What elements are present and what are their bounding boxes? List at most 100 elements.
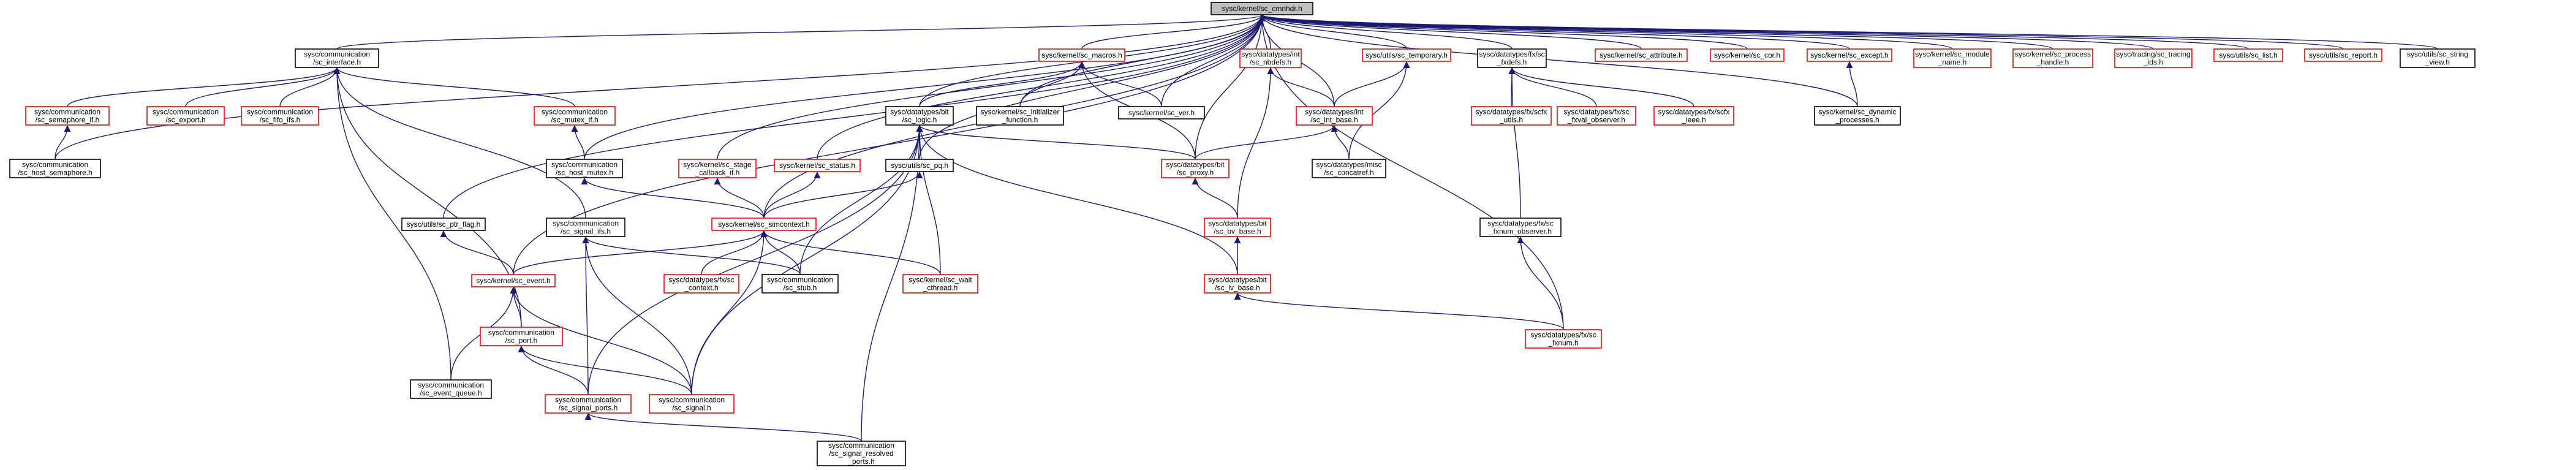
node-label-line: /sc_interface.h (313, 58, 361, 67)
edge-sigresolved-to-logic (861, 124, 923, 442)
edge-signal-to-simctx (691, 230, 768, 395)
edge-signal-to-signalifs (582, 236, 692, 395)
node-modname[interactable]: sysc/kernel/sc_module_name.h (1913, 48, 1992, 68)
node-box (1479, 218, 1562, 237)
node-nbdefs[interactable]: sysc/datatypes/int/sc_nbdefs.h (1239, 48, 1302, 68)
node-except[interactable]: sysc/kernel/sc_except.h (1807, 48, 1892, 62)
edge-except-to-root (1258, 14, 1850, 50)
node-label-line: sysc/utils/sc_pq.h (891, 161, 948, 170)
node-box (902, 274, 978, 294)
node-fxnum[interactable]: sysc/datatypes/fx/sc_fxnum.h (1525, 329, 1602, 349)
node-tracing[interactable]: sysc/tracing/sc_tracing_ids.h (2114, 48, 2193, 68)
node-label-line: /sc_signal.h (672, 404, 711, 412)
node-report[interactable]: sysc/utils/sc_report.h (2304, 48, 2382, 62)
node-fxutils[interactable]: sysc/datatypes/fx/scfx_utils.h (1471, 106, 1552, 126)
node-sigports[interactable]: sysc/communication/sc_signal_ports.h (545, 394, 632, 414)
node-mutexif[interactable]: sysc/communication/sc_mutex_if.h (534, 106, 616, 126)
edge-modname-to-root (1258, 14, 1953, 50)
node-concatref[interactable]: sysc/datatypes/misc/sc_concatref.h (1312, 159, 1386, 178)
node-label-line: /sc_event_queue.h (420, 389, 482, 398)
node-bvbase[interactable]: sysc/datatypes/bit/sc_bv_base.h (1204, 218, 1271, 237)
node-box (1653, 106, 1734, 126)
node-signal[interactable]: sysc/communication/sc_signal.h (649, 394, 735, 414)
node-box (1913, 48, 1992, 68)
node-label-line: _callback_if.h (695, 169, 740, 177)
edge-concatref-to-intbase (1331, 124, 1350, 160)
node-initfn[interactable]: sysc/kernel/sc_initializer_function.h (976, 106, 1064, 126)
node-evqueue[interactable]: sysc/communication/sc_event_queue.h (410, 379, 492, 399)
node-logic[interactable]: sysc/datatypes/bit/sc_logic.h (885, 106, 954, 126)
node-label-line: sysc/communication (553, 219, 619, 228)
node-fifoifs[interactable]: sysc/communication/sc_fifo_ifs.h (241, 106, 319, 126)
node-stub[interactable]: sysc/communication/sc_stub.h (761, 274, 839, 294)
node-lvbase[interactable]: sysc/datatypes/bit/sc_lv_base.h (1204, 274, 1271, 294)
edge-fxdefs-to-root (1258, 14, 1513, 50)
node-port[interactable]: sysc/communication/sc_port.h (480, 327, 563, 346)
node-label-line: /sc_port.h (505, 336, 538, 345)
edge-ver-to-macros (1078, 61, 1162, 107)
node-label-line: sysc/kernel/sc_status.h (779, 161, 855, 170)
node-label-line: _context.h (684, 284, 718, 292)
node-box (1312, 159, 1386, 178)
node-label-line: sysc/communication (304, 50, 370, 59)
node-box (2400, 48, 2476, 68)
node-temp[interactable]: sysc/utils/sc_temporary.h (1362, 48, 1451, 62)
node-hostsem[interactable]: sysc/communication/sc_host_semaphore.h (9, 159, 101, 178)
node-strview[interactable]: sysc/utils/sc_string_view.h (2400, 48, 2476, 68)
node-stagecb[interactable]: sysc/kernel/sc_stage_callback_if.h (678, 159, 757, 178)
node-iface[interactable]: sysc/communication/sc_interface.h (295, 48, 379, 68)
node-ptrflag[interactable]: sysc/utils/sc_ptr_flag.h (401, 218, 486, 231)
node-label-line: sysc/kernel/sc_event.h (476, 276, 550, 285)
node-label-line: _ieee.h (1681, 116, 1705, 124)
node-fxvalobs[interactable]: sysc/datatypes/fx/sc_fxval_observer.h (1557, 106, 1636, 126)
node-status[interactable]: sysc/kernel/sc_status.h (774, 159, 861, 172)
node-list[interactable]: sysc/utils/sc_list.h (2213, 48, 2283, 62)
node-ver[interactable]: sysc/kernel/sc_ver.h (1118, 106, 1205, 119)
node-cor[interactable]: sysc/kernel/sc_cor.h (1710, 48, 1785, 62)
node-label-line: sysc/datatypes/bit (1166, 161, 1225, 169)
node-label-line: sysc/datatypes/bit (1208, 219, 1267, 228)
node-sigresolved[interactable]: sysc/communication/sc_signal_resolved_po… (817, 441, 906, 466)
node-label-line: sysc/datatypes/fx/sc (1563, 108, 1629, 116)
node-box (25, 106, 110, 126)
node-label-line: _handle.h (2036, 58, 2069, 67)
edge-fxnum-to-root (1258, 14, 1564, 330)
node-box (1161, 159, 1229, 178)
node-label-line: sysc/datatypes/int (1305, 108, 1364, 116)
node-box (885, 106, 954, 126)
node-box (1807, 48, 1892, 62)
node-signalifs[interactable]: sysc/communication/sc_signal_ifs.h (546, 218, 625, 237)
node-export[interactable]: sysc/communication/sc_export.h (146, 106, 225, 126)
node-dynproc[interactable]: sysc/kernel/sc_dynamic_processes.h (1814, 106, 1901, 126)
node-waitcth[interactable]: sysc/kernel/sc_wait_cthread.h (902, 274, 978, 294)
node-event[interactable]: sysc/kernel/sc_event.h (471, 274, 556, 287)
edge-dynproc-to-root (1258, 14, 1858, 107)
node-prochandle[interactable]: sysc/kernel/sc_process_handle.h (2012, 48, 2093, 68)
node-box (2012, 48, 2093, 68)
node-fxctx[interactable]: sysc/datatypes/fx/sc_context.h (663, 274, 739, 294)
node-fxdefs[interactable]: sysc/datatypes/fx/sc_fxdefs.h (1477, 48, 1547, 68)
node-box (649, 394, 735, 414)
node-root[interactable]: sysc/kernel/sc_cmnhdr.h (1211, 2, 1313, 15)
node-box (711, 218, 817, 231)
edge-sigports-to-logic (587, 124, 923, 395)
edge-event-to-ptrflag (440, 230, 514, 275)
node-label-line: /sc_signal_ifs.h (561, 227, 611, 236)
node-label-line: sysc/kernel/sc_cmnhdr.h (1222, 4, 1302, 13)
node-intbase[interactable]: sysc/datatypes/int/sc_int_base.h (1296, 106, 1373, 126)
node-semif[interactable]: sysc/communication/sc_semaphore_if.h (25, 106, 110, 126)
edge-initfn-to-macros (1019, 61, 1086, 107)
node-macros[interactable]: sysc/kernel/sc_macros.h (1038, 48, 1125, 62)
node-box (471, 274, 556, 287)
node-fxnumobs[interactable]: sysc/datatypes/fx/sc_fxnum_observer.h (1479, 218, 1562, 237)
node-scfxieee[interactable]: sysc/datatypes/fx/scfx_ieee.h (1653, 106, 1734, 126)
node-label-line: sysc/datatypes/fx/scfx (1658, 108, 1730, 116)
node-attr[interactable]: sysc/kernel/sc_attribute.h (1595, 48, 1688, 62)
node-simctx[interactable]: sysc/kernel/sc_simcontext.h (711, 218, 817, 231)
node-hostmutex[interactable]: sysc/communication/sc_host_mutex.h (546, 159, 623, 178)
node-box (1557, 106, 1636, 126)
node-proxy[interactable]: sysc/datatypes/bit/sc_proxy.h (1161, 159, 1229, 178)
node-box (1595, 48, 1688, 62)
node-pq[interactable]: sysc/utils/sc_pq.h (885, 159, 954, 172)
